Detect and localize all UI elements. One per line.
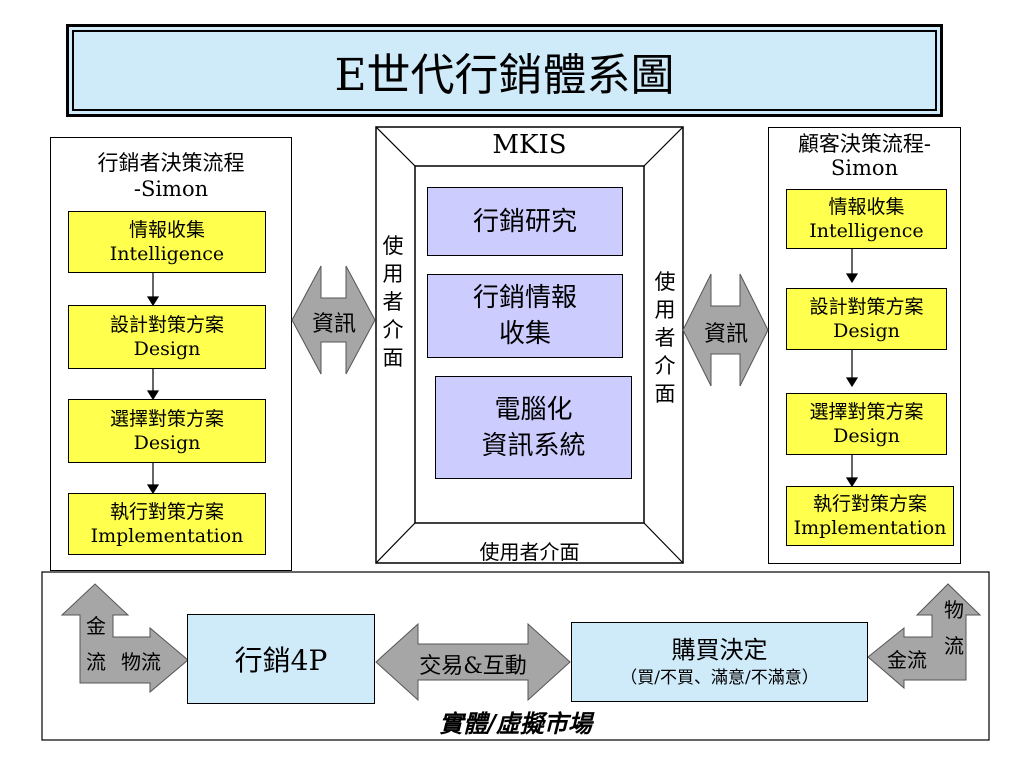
mkis-marketing-intelligence: 行銷情報 收集 bbox=[427, 274, 623, 358]
step-en: Design bbox=[833, 425, 900, 447]
customer-title-line2: Simon bbox=[830, 156, 899, 180]
left-gold-label: 金 bbox=[86, 610, 106, 639]
box-line1: 行銷研究 bbox=[472, 206, 577, 237]
left-info-label: 資訊 bbox=[302, 306, 366, 338]
marketer-title-line2: -Simon bbox=[133, 177, 209, 201]
logistics-char: 流 bbox=[944, 634, 964, 658]
ui-char: 者 bbox=[654, 326, 676, 350]
customer-step-intelligence: 情報收集 Intelligence bbox=[786, 189, 947, 249]
left-gold-label-2: 流 bbox=[86, 646, 106, 675]
market-footer: 實體/虛擬市場 bbox=[42, 704, 989, 739]
customer-title-line1: 顧客決策流程- bbox=[797, 132, 932, 156]
customer-panel-title: 顧客決策流程- Simon bbox=[768, 132, 961, 180]
step-en: Design bbox=[133, 432, 201, 454]
gold-char: 金 bbox=[86, 614, 106, 638]
right-gold-label: 金流 bbox=[887, 644, 927, 673]
right-info-label: 資訊 bbox=[694, 316, 758, 348]
step-en: Implementation bbox=[90, 525, 244, 547]
ui-char: 介 bbox=[654, 354, 676, 378]
user-interface-bottom: 使用者介面 bbox=[376, 536, 683, 565]
customer-connectors bbox=[845, 249, 859, 488]
step-zh: 設計對策方案 bbox=[809, 296, 924, 318]
step-en: Intelligence bbox=[809, 220, 924, 242]
ui-char: 用 bbox=[654, 298, 676, 322]
mkis-title: MKIS bbox=[376, 130, 683, 160]
user-interface-left: 使 用 者 介 面 bbox=[378, 232, 408, 372]
customer-step-implementation: 執行對策方案 Implementation bbox=[786, 486, 954, 546]
step-zh: 情報收集 bbox=[128, 219, 205, 241]
purchase-sub: （買/不買、滿意/不滿意） bbox=[620, 668, 819, 688]
mkis-computerized-system: 電腦化 資訊系統 bbox=[435, 376, 632, 479]
gold-text: 金流 bbox=[887, 648, 927, 672]
right-logistics-label-2: 流 bbox=[944, 630, 964, 659]
box-line1: 電腦化 bbox=[494, 394, 573, 425]
ui-char: 使 bbox=[654, 270, 676, 294]
marketing-4p-text: 行銷4P bbox=[234, 644, 328, 677]
box-line2: 資訊系統 bbox=[481, 430, 586, 461]
info-text: 資訊 bbox=[703, 322, 748, 347]
marketer-step-design: 設計對策方案 Design bbox=[68, 305, 266, 369]
ui-char: 面 bbox=[382, 346, 404, 370]
marketer-step-intelligence: 情報收集 Intelligence bbox=[68, 211, 266, 273]
customer-step-design: 設計對策方案 Design bbox=[786, 288, 947, 350]
page-title: E世代行銷體系圖 bbox=[66, 24, 943, 117]
mkis-bevel-br bbox=[643, 522, 684, 564]
marketer-step-implementation: 執行對策方案 Implementation bbox=[68, 493, 266, 555]
step-en: Design bbox=[833, 320, 900, 342]
ui-char: 面 bbox=[654, 382, 676, 406]
market-frame bbox=[41, 571, 990, 741]
ui-bottom-text: 使用者介面 bbox=[479, 540, 580, 564]
step-zh: 執行對策方案 bbox=[109, 501, 224, 523]
mkis-title-text: MKIS bbox=[492, 130, 567, 160]
step-en: Intelligence bbox=[109, 243, 225, 265]
mkis-bevel-tl bbox=[375, 126, 416, 167]
customer-step-choice: 選擇對策方案 Design bbox=[786, 393, 947, 455]
right-bent-flow-arrow-icon bbox=[867, 583, 982, 690]
purchase-title: 購買決定 bbox=[671, 636, 768, 664]
right-logistics-label-1: 物 bbox=[944, 594, 964, 623]
exchange-text: 交易&互動 bbox=[419, 654, 527, 679]
marketing-4p-box: 行銷4P bbox=[187, 614, 375, 704]
exchange-arrow-icon bbox=[375, 622, 571, 702]
page-title-text: E世代行銷體系圖 bbox=[334, 49, 675, 101]
ui-char: 用 bbox=[382, 262, 404, 286]
marketer-connectors bbox=[146, 273, 160, 495]
step-zh: 設計對策方案 bbox=[109, 314, 224, 336]
marketer-step-choice: 選擇對策方案 Design bbox=[68, 399, 266, 463]
exchange-label: 交易&互動 bbox=[396, 648, 550, 680]
mkis-bevel-tr bbox=[643, 126, 684, 167]
left-logistics-label: 物流 bbox=[121, 646, 161, 675]
marketer-panel-title: 行銷者決策流程 -Simon bbox=[50, 150, 292, 202]
ui-char: 使 bbox=[382, 234, 404, 258]
right-info-arrow-icon bbox=[682, 273, 769, 387]
step-zh: 選擇對策方案 bbox=[109, 408, 224, 430]
info-text: 資訊 bbox=[311, 312, 356, 337]
step-zh: 執行對策方案 bbox=[812, 493, 927, 515]
mkis-bevel-bl bbox=[375, 522, 416, 564]
step-en: Implementation bbox=[793, 517, 947, 539]
user-interface-right: 使 用 者 介 面 bbox=[650, 268, 680, 408]
step-en: Design bbox=[133, 338, 201, 360]
box-line2: 收集 bbox=[498, 319, 551, 349]
marketer-title-line1: 行銷者決策流程 bbox=[97, 151, 245, 175]
gold-char: 流 bbox=[86, 650, 106, 674]
step-zh: 選擇對策方案 bbox=[809, 401, 924, 423]
left-bent-flow-arrow-icon bbox=[60, 583, 189, 694]
ui-char: 者 bbox=[382, 290, 404, 314]
mkis-marketing-research: 行銷研究 bbox=[427, 187, 623, 256]
logistics-text: 物流 bbox=[121, 650, 161, 674]
step-zh: 情報收集 bbox=[828, 196, 905, 218]
ui-char: 介 bbox=[382, 318, 404, 342]
box-line1: 行銷情報 bbox=[472, 283, 577, 313]
purchase-decision-box: 購買決定 （買/不買、滿意/不滿意） bbox=[571, 622, 868, 702]
logistics-char: 物 bbox=[944, 598, 964, 622]
left-info-arrow-icon bbox=[291, 265, 376, 375]
market-footer-text: 實體/虛擬市場 bbox=[439, 709, 592, 738]
